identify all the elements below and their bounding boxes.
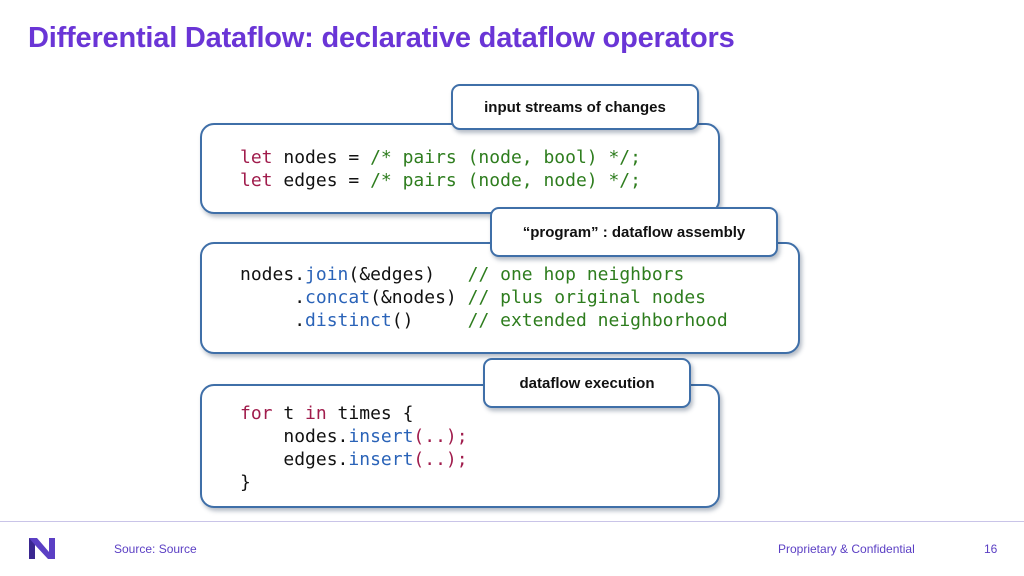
program-code-box — [200, 242, 800, 354]
footer-confidential: Proprietary & Confidential — [778, 542, 915, 556]
program-line-1: nodes.join(&edges) // one hop neighbors — [240, 264, 685, 285]
program-line-2: .concat(&nodes) // plus original nodes — [294, 287, 707, 308]
program-assembly-label: “program” : dataflow assembly — [490, 207, 778, 257]
footer-divider — [0, 521, 1024, 522]
footer-source: Source: Source — [114, 542, 197, 556]
program-line-3: .distinct() // extended neighborhood — [294, 310, 728, 331]
company-logo-icon — [27, 535, 57, 566]
dataflow-execution-label: dataflow execution — [483, 358, 691, 408]
slide-title: Differential Dataflow: declarative dataf… — [28, 22, 735, 54]
input-line-2: let edges = /* pairs (node, node) */; — [240, 170, 641, 191]
execution-code-block: for t in times { nodes.insert(..); edges… — [240, 402, 468, 494]
execution-line-2: nodes.insert(..); — [283, 426, 468, 447]
execution-line-3: edges.insert(..); — [283, 449, 468, 470]
input-code-block: let nodes = /* pairs (node, bool) */; le… — [240, 146, 641, 192]
page-number: 16 — [984, 542, 998, 556]
input-line-1: let nodes = /* pairs (node, bool) */; — [240, 147, 641, 168]
execution-line-4: } — [240, 472, 251, 493]
program-code-block: nodes.join(&edges) // one hop neighbors … — [240, 263, 728, 332]
input-streams-label: input streams of changes — [451, 84, 699, 130]
execution-line-1: for t in times { — [240, 403, 414, 424]
